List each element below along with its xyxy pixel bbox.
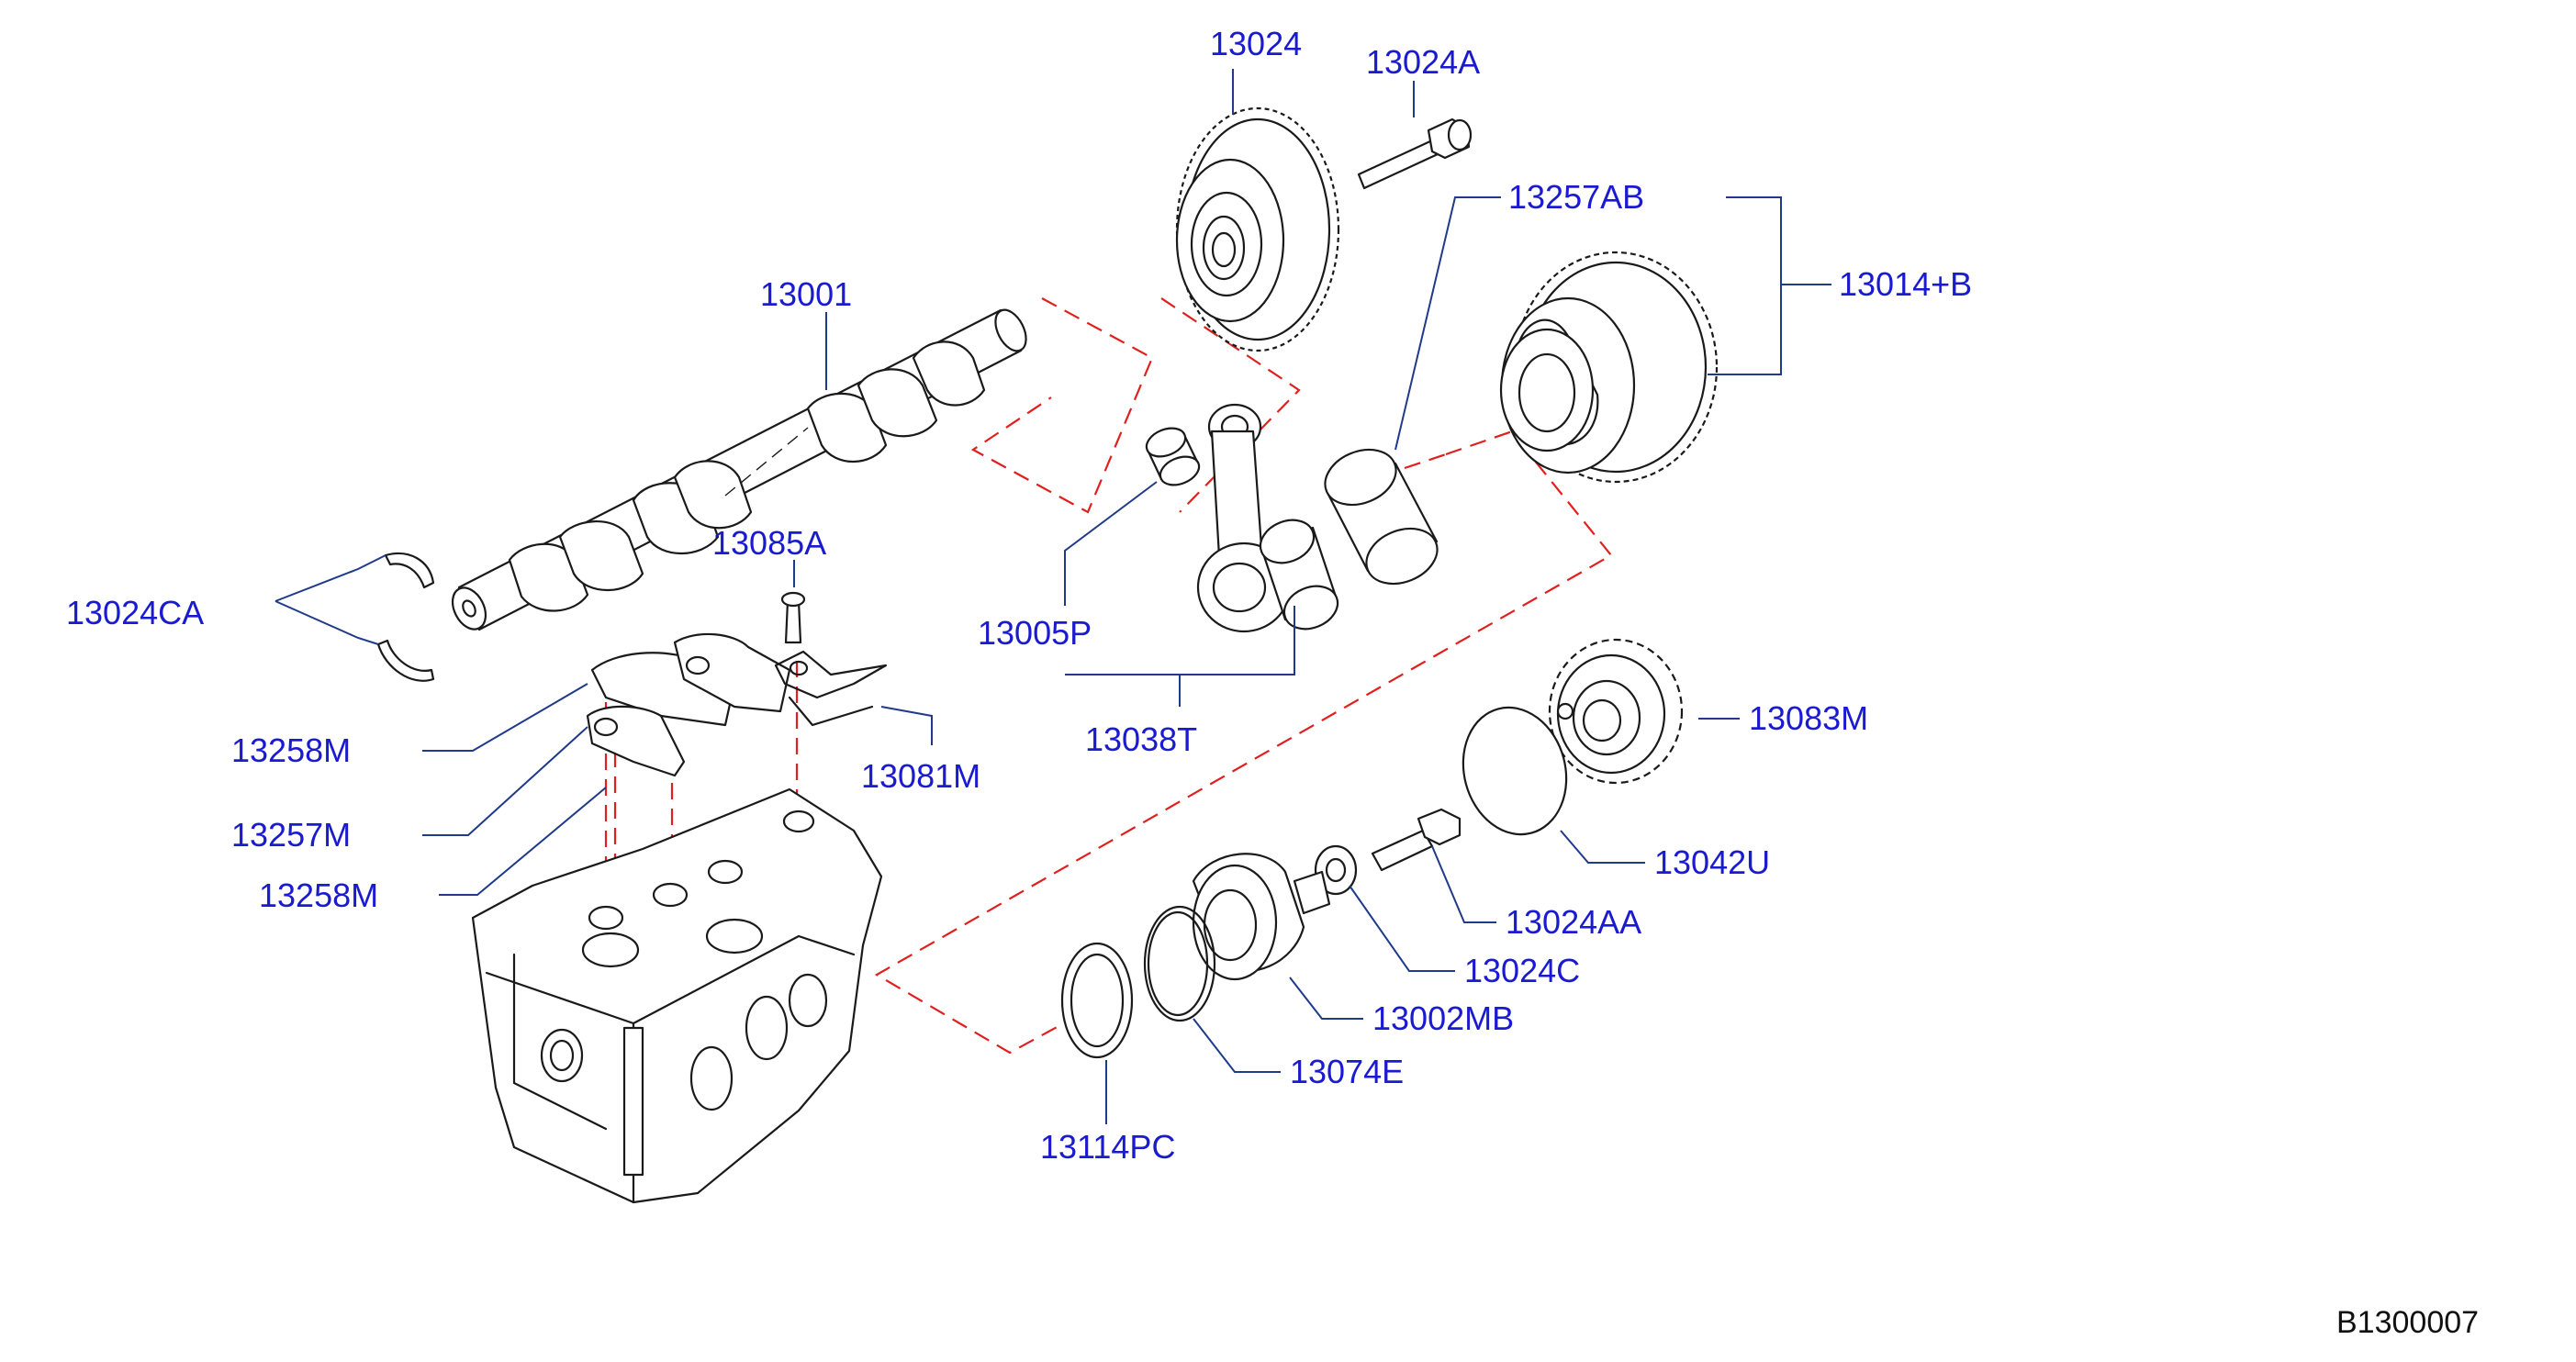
callout-13257AB: 13257AB [1508,178,1644,216]
callout-13085A: 13085A [712,524,826,562]
seal-ring [1060,942,1134,1059]
callout-labels: 13024 13024A 13257AB 13014+B 13001 13024… [66,25,1972,1166]
cylinder-head [471,787,883,1204]
callout-13081M: 13081M [861,757,980,795]
washer [1314,844,1358,896]
o-ring [1143,905,1216,1022]
circlips [376,552,435,682]
front-cover [1548,638,1684,785]
callout-13024: 13024 [1210,25,1302,62]
retaining-clip [774,650,888,727]
gear-bolt [1357,117,1473,190]
callout-13114PC: 13114PC [1040,1128,1175,1166]
callout-13074E: 13074E [1290,1053,1404,1090]
camshaft [451,308,1027,631]
callout-13001: 13001 [760,275,852,313]
gasket [1462,706,1568,836]
diagram-code: B1300007 [2336,1305,2479,1340]
callout-13083M: 13083M [1749,699,1868,737]
bushing [1324,448,1439,586]
hub-bolt [1371,808,1462,872]
small-bushing [1145,427,1201,486]
cam-gear [1175,106,1340,352]
rocker-arms [586,632,791,777]
adjust-screw [780,591,806,644]
idler-arm [1196,403,1339,633]
callout-13258M-bottom: 13258M [259,876,378,914]
callout-13024AA: 13024AA [1506,903,1641,941]
callout-13002MB: 13002MB [1372,999,1514,1037]
callout-13042U: 13042U [1654,843,1770,881]
idler-gear [1499,251,1719,484]
callout-13024CA: 13024CA [66,594,204,631]
leader-lines [274,69,1831,1124]
callout-13257M: 13257M [231,816,351,854]
callout-13024C: 13024C [1464,952,1580,989]
callout-13024A: 13024A [1366,43,1480,81]
callout-13005P: 13005P [978,614,1092,652]
callout-13258M-top: 13258M [231,731,351,769]
callout-13014B: 13014+B [1839,265,1972,303]
callout-13038T: 13038T [1085,720,1197,758]
